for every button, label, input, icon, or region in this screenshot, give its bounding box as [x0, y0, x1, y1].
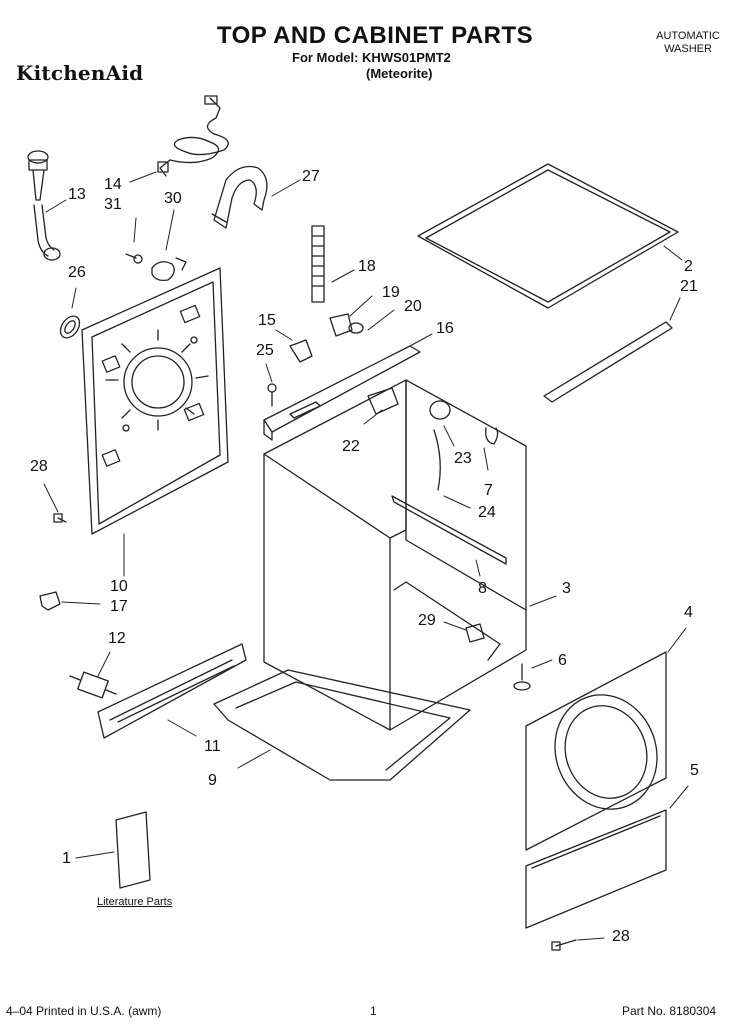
- callout-27: 27: [302, 168, 320, 185]
- literature-part: [116, 812, 150, 888]
- callout-12: 12: [108, 630, 126, 647]
- callout-22: 22: [342, 438, 360, 455]
- callout-14: 14: [104, 176, 122, 193]
- base-bracket-part: [98, 644, 246, 738]
- switch-part: [368, 388, 398, 414]
- leader-lines: [44, 172, 688, 940]
- rear-panel-part: [82, 268, 228, 534]
- power-cord-part: [158, 96, 228, 176]
- leveling-leg-part: [70, 672, 116, 698]
- callout-28-left: 28: [30, 458, 48, 475]
- callout-10: 10: [110, 578, 128, 595]
- literature-parts-label: Literature Parts: [97, 896, 173, 908]
- callout-30: 30: [164, 190, 182, 207]
- callout-20: 20: [404, 298, 422, 315]
- appliance-type-line1: AUTOMATIC: [656, 30, 720, 42]
- callout-28-bottom: 28: [612, 928, 630, 945]
- cabinet-part: [264, 380, 526, 730]
- callout-18: 18: [358, 258, 376, 275]
- strap-part: [544, 322, 672, 402]
- footer-part-number: Part No. 8180304: [622, 1004, 717, 1018]
- footer-page-number: 1: [370, 1004, 377, 1018]
- brand-logo: KitchenAid: [16, 61, 144, 85]
- foot-part: [514, 664, 530, 690]
- callout-1: 1: [62, 850, 71, 867]
- page-title: TOP AND CABINET PARTS: [216, 22, 534, 49]
- appliance-type-line2: WASHER: [664, 43, 712, 55]
- callout-9: 9: [208, 772, 217, 789]
- callout-16: 16: [436, 320, 454, 337]
- callout-5: 5: [690, 762, 699, 779]
- callout-25: 25: [256, 342, 274, 359]
- callout-2: 2: [684, 258, 693, 275]
- callout-29: 29: [418, 612, 436, 629]
- screw-28-left: [54, 514, 66, 522]
- callout-23: 23: [454, 450, 472, 467]
- callout-15: 15: [258, 312, 276, 329]
- callout-11: 11: [204, 738, 221, 755]
- callout-6: 6: [558, 652, 567, 669]
- model-number: For Model: KHWS01PMT2: [292, 50, 451, 65]
- callout-26: 26: [68, 264, 86, 281]
- callout-17: 17: [110, 598, 128, 615]
- callout-8: 8: [478, 580, 487, 597]
- top-rail-part: [264, 346, 420, 440]
- base-pad-part: [214, 670, 470, 780]
- screw-25-part: [268, 384, 276, 406]
- callout-21: 21: [680, 278, 698, 295]
- callout-4: 4: [684, 604, 693, 621]
- small-bracket-part: [290, 340, 312, 362]
- inlet-hose-part: [28, 151, 60, 260]
- clip-part: [40, 592, 60, 610]
- clip-29-part: [466, 624, 484, 642]
- hose-bracket-part: [212, 167, 267, 229]
- callout-7: 7: [484, 482, 493, 499]
- footer-printed: 4–04 Printed in U.S.A. (awm): [6, 1004, 162, 1018]
- fill-hose-part: [312, 226, 324, 302]
- grommet-part: [57, 313, 84, 342]
- callout-19: 19: [382, 284, 400, 301]
- valve-part: [330, 314, 363, 336]
- model-variant: (Meteorite): [366, 66, 433, 81]
- front-panel-part: [526, 652, 673, 850]
- callout-24: 24: [478, 504, 496, 521]
- callout-3: 3: [562, 580, 571, 597]
- callout-31: 31: [104, 196, 122, 213]
- callout-13: 13: [68, 186, 86, 203]
- screw-28-bottom: [552, 940, 576, 950]
- appliance-type: AUTOMATIC WASHER: [648, 30, 728, 56]
- top-cover-part: [418, 164, 678, 308]
- drawer-front-part: [526, 810, 666, 928]
- screw-clamp-part: [126, 254, 186, 280]
